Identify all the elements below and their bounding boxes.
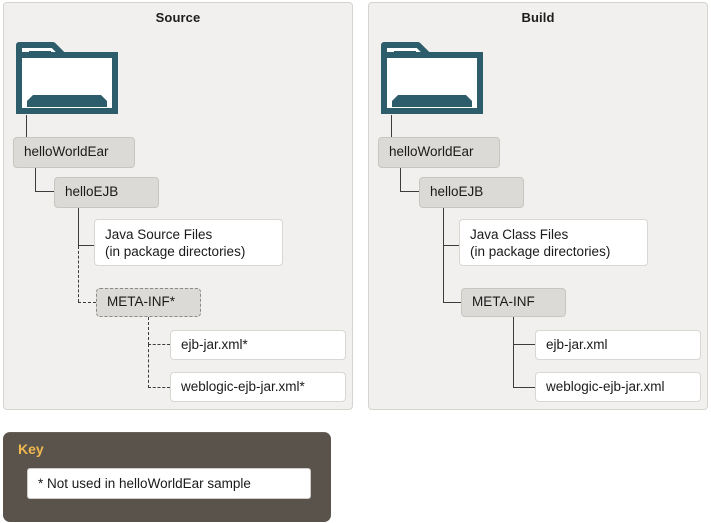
- node-label-line1: Java Source Files: [105, 227, 213, 242]
- node-build-helloworldear[interactable]: helloWorldEar: [378, 137, 500, 168]
- connector-metainf-to-weblogic-h: [513, 387, 535, 388]
- node-label: ejb-jar.xml*: [181, 336, 248, 352]
- key-title: Key: [18, 441, 44, 457]
- node-source-weblogic-ejb-jar-xml[interactable]: weblogic-ejb-jar.xml*: [170, 372, 346, 402]
- node-label: weblogic-ejb-jar.xml: [546, 378, 665, 394]
- node-build-ejb-jar-xml[interactable]: ejb-jar.xml: [535, 330, 701, 360]
- connector-metainf-children-v: [513, 317, 514, 388]
- node-label: helloEJB: [430, 184, 484, 200]
- node-label: META-INF*: [107, 294, 175, 310]
- key-legend-item: * Not used in helloWorldEar sample: [27, 468, 311, 499]
- node-build-weblogic-ejb-jar-xml[interactable]: weblogic-ejb-jar.xml: [535, 372, 701, 402]
- panel-build-title: Build: [521, 10, 555, 25]
- node-label: helloEJB: [65, 184, 119, 200]
- connector-folder-to-root: [391, 115, 392, 137]
- key-legend-item-label: * Not used in helloWorldEar sample: [38, 476, 251, 491]
- node-label: weblogic-ejb-jar.xml*: [181, 378, 305, 394]
- connector-ejb-to-javafiles-v: [78, 208, 79, 246]
- node-label: ejb-jar.xml: [546, 336, 608, 352]
- node-label-line2: (in package directories): [470, 243, 611, 259]
- connector-ejb-to-javafiles-h: [443, 245, 460, 246]
- connector-metainf-to-ejbjar-h: [513, 344, 535, 345]
- node-source-ejb-jar-xml[interactable]: ejb-jar.xml*: [170, 330, 346, 360]
- connector-ejb-children-v: [443, 208, 444, 302]
- connector-root-to-ejb-h: [35, 191, 55, 192]
- node-label: helloWorldEar: [24, 144, 109, 160]
- panel-source-title: Source: [155, 10, 201, 25]
- node-label-line2: (in package directories): [105, 243, 246, 259]
- panel-source: Source helloWorldEar helloEJB: [3, 2, 353, 410]
- folder-icon: [380, 37, 484, 117]
- node-source-meta-inf[interactable]: META-INF*: [96, 288, 201, 317]
- node-label: helloWorldEar: [389, 144, 474, 160]
- node-source-helloworldear[interactable]: helloWorldEar: [13, 137, 135, 168]
- node-label: META-INF: [472, 294, 535, 310]
- connector-metainf-to-weblogic-v: [148, 344, 149, 388]
- node-build-helloejb[interactable]: helloEJB: [419, 177, 524, 208]
- connector-root-to-ejb-h: [400, 191, 420, 192]
- panel-build: Build helloWorldEar helloEJB: [368, 2, 708, 410]
- connector-folder-to-root: [26, 115, 27, 137]
- connector-metainf-to-weblogic-h: [148, 387, 170, 388]
- connector-metainf-to-ejbjar-v: [148, 317, 149, 345]
- connector-metainf-to-ejbjar-h: [148, 344, 170, 345]
- node-build-java-files[interactable]: Java Class Files (in package directories…: [459, 219, 648, 266]
- connector-ejb-to-metainf-h: [78, 302, 96, 303]
- connector-ejb-to-metainf-v: [78, 246, 79, 302]
- connector-ejb-to-javafiles-h: [78, 245, 95, 246]
- connector-ejb-to-metainf-h: [443, 302, 461, 303]
- connector-root-to-ejb-v: [400, 168, 401, 192]
- node-source-java-files[interactable]: Java Source Files (in package directorie…: [94, 219, 283, 266]
- node-label-line1: Java Class Files: [470, 227, 569, 242]
- key-legend-box: Key * Not used in helloWorldEar sample: [3, 432, 331, 522]
- folder-icon: [15, 37, 119, 117]
- node-build-meta-inf[interactable]: META-INF: [461, 288, 566, 317]
- node-source-helloejb[interactable]: helloEJB: [54, 177, 159, 208]
- connector-root-to-ejb-v: [35, 168, 36, 192]
